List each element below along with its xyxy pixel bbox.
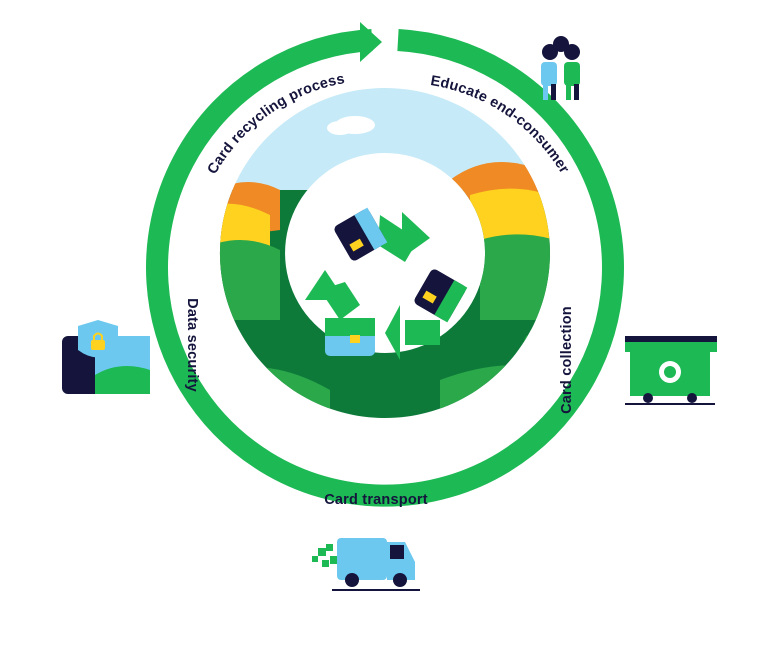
stage-label-card-transport: Card transport bbox=[324, 492, 428, 508]
cycle-arrowhead-icon bbox=[360, 22, 382, 62]
people-icon bbox=[541, 36, 580, 100]
recycling-bin-icon bbox=[625, 336, 717, 405]
outer-cycle-ring bbox=[146, 22, 624, 507]
stage-label-card-collection: Card collection bbox=[559, 306, 575, 414]
shield-lock-card-icon bbox=[62, 320, 150, 394]
delivery-van-icon bbox=[312, 538, 420, 591]
stage-label-data-security: Data security bbox=[184, 298, 200, 392]
recycling-symbol-with-cards-icon bbox=[305, 207, 468, 360]
